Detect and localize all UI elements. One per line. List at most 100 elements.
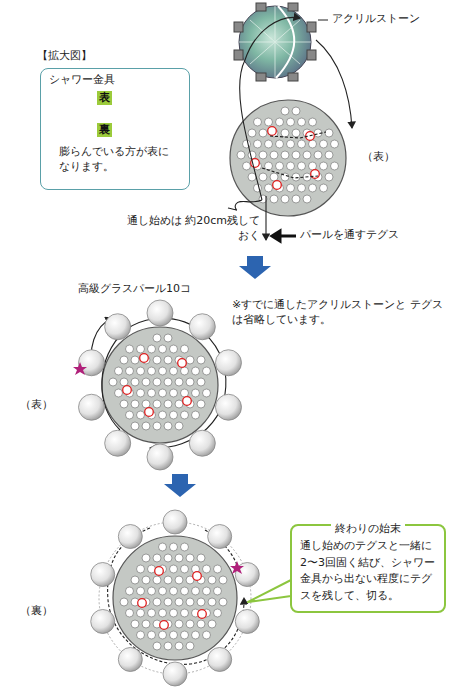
hole: [197, 356, 205, 364]
face-tag: 表: [97, 91, 112, 105]
hole: [153, 598, 161, 606]
hole: [109, 378, 117, 386]
note-box: 終わりの始末通し始めのテグスと一緒に2〜3回固く結び、シャワー金具から出ない程度…: [290, 524, 446, 613]
hole: [170, 389, 178, 397]
pearl: [215, 350, 241, 376]
hole: [265, 140, 273, 148]
hole: [170, 543, 178, 551]
pearl: [91, 563, 115, 587]
hole: [214, 587, 222, 595]
hole-marked: [268, 127, 277, 136]
hole: [192, 389, 200, 397]
hole: [153, 576, 161, 584]
label: 通し始めは 約20cm残しておく: [120, 214, 260, 244]
hole: [148, 389, 156, 397]
hole: [292, 107, 300, 115]
label: （表）: [20, 398, 53, 413]
hole: [181, 345, 189, 353]
hole: [175, 598, 183, 606]
pearl: [189, 314, 215, 340]
hole: [331, 140, 339, 148]
hole: [292, 129, 300, 137]
hole: [181, 565, 189, 573]
hole: [126, 411, 134, 419]
hole: [137, 345, 145, 353]
hole: [192, 367, 200, 375]
hole: [181, 411, 189, 419]
pearl: [105, 430, 131, 456]
hole: [170, 411, 178, 419]
hole: [292, 173, 300, 181]
label: アクリルストーン: [332, 12, 420, 27]
pearl: [163, 662, 187, 686]
hole: [254, 184, 262, 192]
hole: [153, 378, 161, 386]
hole: [181, 631, 189, 639]
hole: [219, 576, 227, 584]
hole: [203, 565, 211, 573]
hole: [325, 173, 333, 181]
hole: [115, 367, 123, 375]
hole: [153, 356, 161, 364]
hole: [170, 609, 178, 617]
glass-pearl: [79, 300, 242, 470]
hole: [159, 411, 167, 419]
hole: [248, 151, 256, 159]
hole: [159, 587, 167, 595]
hole: [164, 378, 172, 386]
inset-heading: 【拡大図】: [37, 49, 92, 64]
pearl: [147, 300, 173, 326]
hole: [237, 151, 245, 159]
hole: [309, 118, 317, 126]
hole: [153, 642, 161, 650]
hole: [164, 422, 172, 430]
hole: [170, 345, 178, 353]
pearl: [105, 314, 131, 340]
hole: [214, 609, 222, 617]
hole: [153, 422, 161, 430]
part-name: シャワー金具: [49, 73, 115, 88]
hole: [164, 598, 172, 606]
hole-marked: [123, 386, 132, 395]
hole: [142, 576, 150, 584]
hole: [153, 554, 161, 562]
hole: [159, 543, 167, 551]
hole: [175, 554, 183, 562]
hole: [126, 367, 134, 375]
hole: [254, 140, 262, 148]
hole: [164, 576, 172, 584]
pearl: [189, 430, 215, 456]
hole: [192, 587, 200, 595]
hole: [120, 356, 128, 364]
label: （裏）: [20, 604, 53, 619]
hole: [320, 140, 328, 148]
hole: [142, 554, 150, 562]
pearl: [118, 647, 142, 671]
hole: [303, 195, 311, 203]
hole: [131, 422, 139, 430]
hole: [243, 140, 251, 148]
hole: [120, 378, 128, 386]
hole: [203, 367, 211, 375]
hole: [126, 587, 134, 595]
step-arrow: [164, 474, 196, 497]
hole: [197, 400, 205, 408]
hole: [270, 195, 278, 203]
hole-marked: [273, 181, 282, 190]
hole: [259, 151, 267, 159]
inset-box: 【拡大図】シャワー金具膨らんでいる方が表になります。表裏: [40, 68, 190, 190]
hole: [148, 609, 156, 617]
hole: [126, 609, 134, 617]
shower-disc: [113, 536, 237, 660]
step-arrow: [239, 256, 271, 279]
hole: [170, 587, 178, 595]
hole: [142, 422, 150, 430]
hole: [270, 173, 278, 181]
hole: [131, 378, 139, 386]
hole: [270, 151, 278, 159]
hole: [309, 140, 317, 148]
hole: [131, 620, 139, 628]
hole: [309, 184, 317, 192]
hole: [281, 107, 289, 115]
hole: [186, 598, 194, 606]
